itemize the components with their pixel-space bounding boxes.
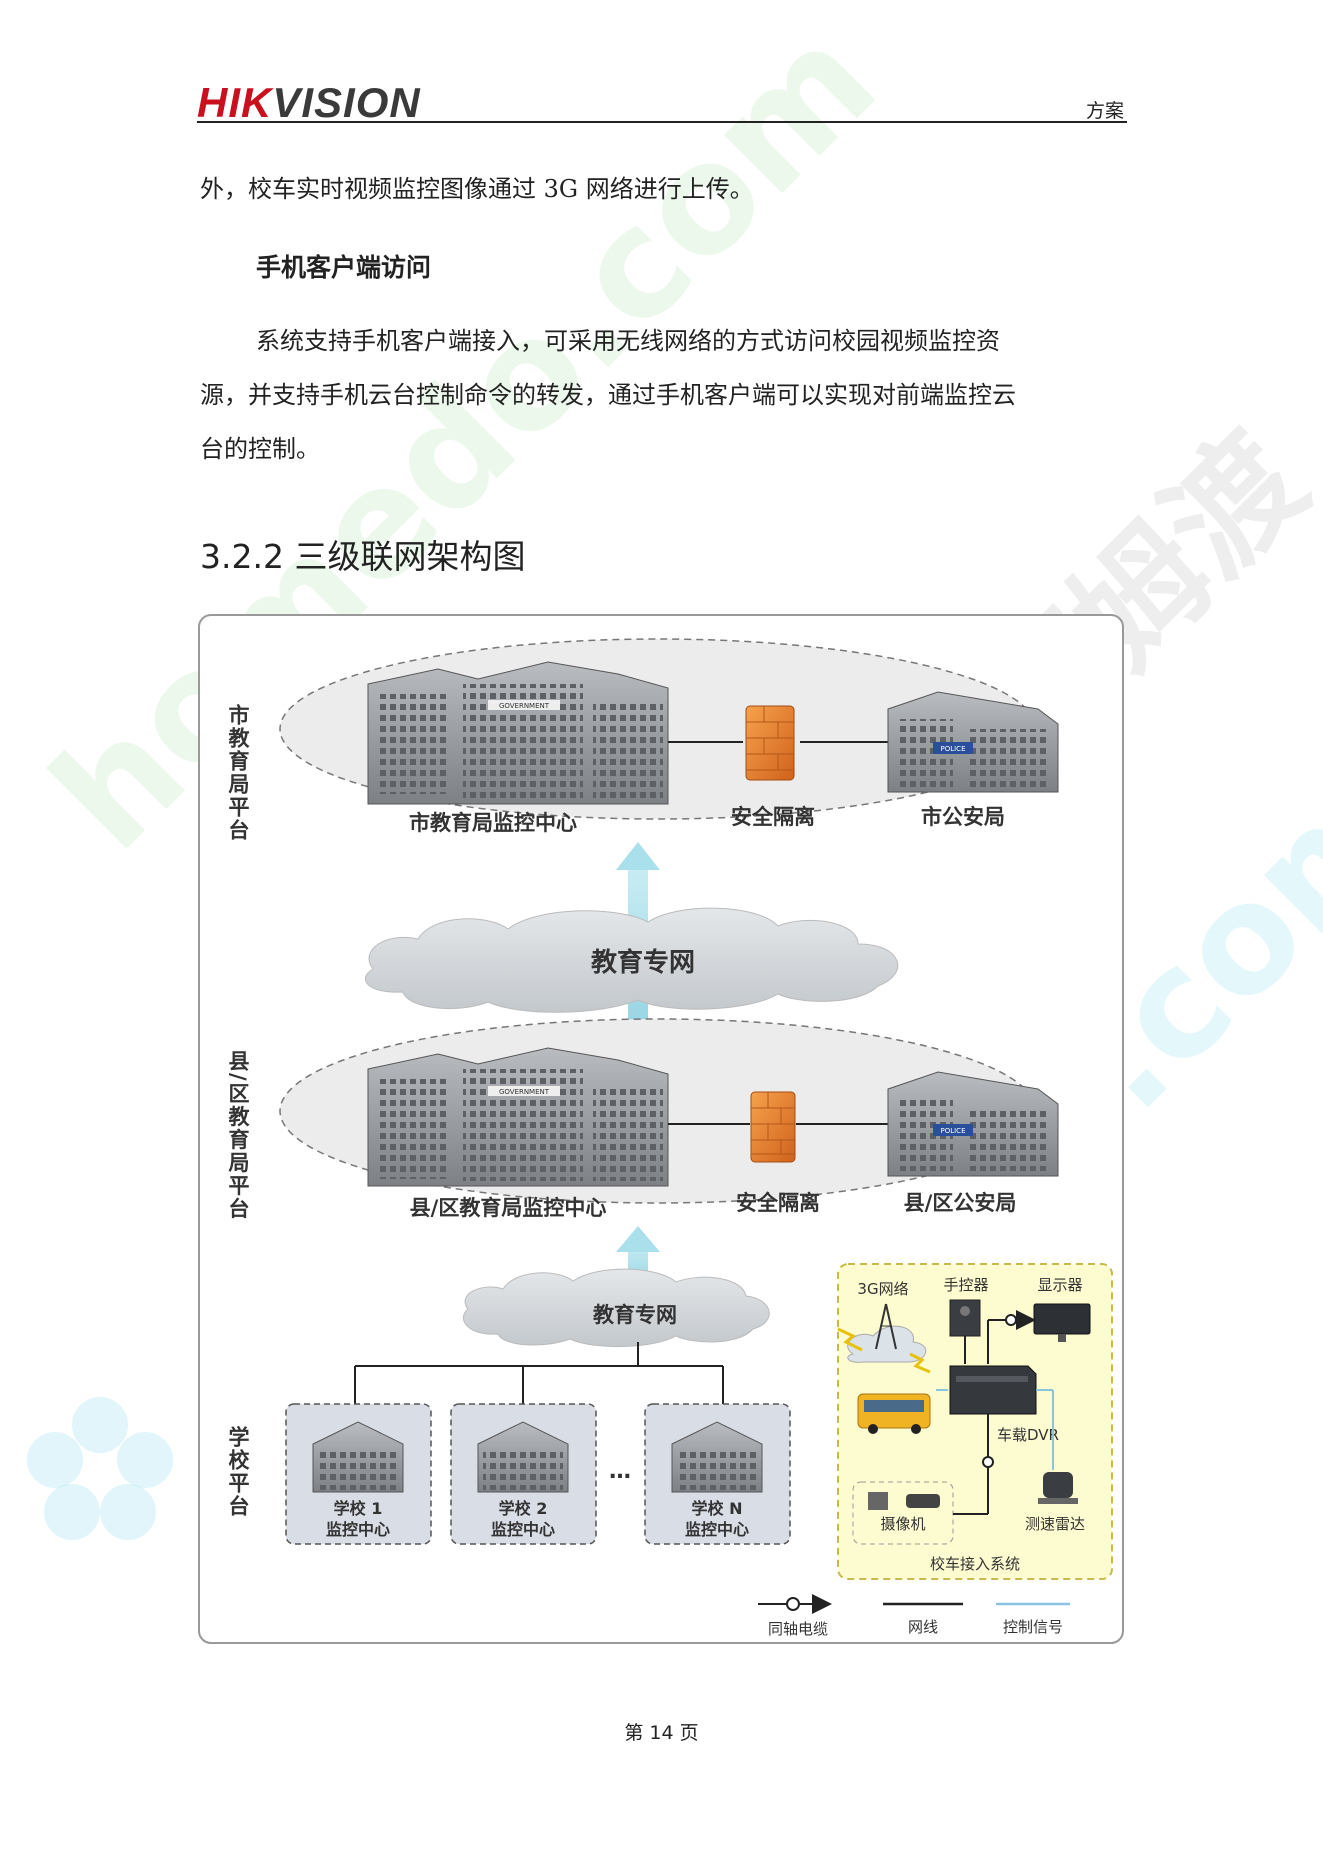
city-police-label: 市公安局 [921,805,1005,829]
county-security-label: 安全隔离 [736,1191,820,1215]
school-2-name: 学校 2 [499,1499,548,1518]
body-line-1: 外，校车实时视频监控图像通过 3G 网络进行上传。 [200,175,754,203]
logo-secondary: VISION [272,79,421,126]
tier-label-school: 学校平台 [226,1425,250,1518]
bus-dvr-label: 车载DVR [997,1426,1059,1444]
edu-net-bottom-label: 教育专网 [593,1303,677,1327]
hand-controller-icon [949,1299,981,1337]
page-number: 第 14 页 [624,1722,699,1744]
school-1-box: 学校 1 监控中心 [285,1403,432,1545]
county-firewall-icon [750,1091,796,1163]
tier-school-text: 学校平台 [226,1425,250,1518]
bus-camera-label: 摄像机 [880,1515,925,1533]
school-n-sub: 监控中心 [685,1520,749,1539]
legend-ctrl-label: 控制信号 [1003,1618,1063,1636]
bus-controller-label: 手控器 [943,1276,988,1294]
tier-label-city: 市教育局平台 [226,703,250,842]
speed-radar-icon [1038,1472,1078,1504]
county-center-label: 县/区教育局监控中心 [410,1196,607,1220]
county-monitor-building-icon: GOVERNMENT [367,1047,669,1187]
paragraph-line-2: 源，并支持手机云台控制命令的转发，通过手机客户端可以实现对前端监控云 [200,381,1016,409]
tier-city-text: 市教育局平台 [226,703,250,842]
edu-net-top-label: 教育专网 [591,947,695,978]
legend-net-label: 网线 [908,1618,938,1636]
architecture-diagram: 市教育局平台 县/区教育局平台 学校平台 GOVERNMENT POLICE [198,614,1124,1644]
bus-radar-label: 测速雷达 [1025,1515,1085,1533]
vehicle-dvr-icon [949,1365,1037,1415]
county-police-sign: POLICE [940,1127,965,1135]
school-network-lines [354,1342,724,1404]
school-n-box: 学校 N 监控中心 [644,1403,791,1545]
county-police-label: 县/区公安局 [904,1191,1017,1215]
tier-county-text: 县/区教育局平台 [226,1050,250,1221]
logo-primary: HIK [197,79,273,126]
school-n-name: 学校 N [692,1499,743,1518]
county-police-building-icon: POLICE [887,1071,1059,1177]
school-bus-icon [857,1393,931,1434]
school-2-box: 学校 2 监控中心 [450,1403,597,1545]
section-title: 3.2.2 三级联网架构图 [200,537,526,576]
edu-network-cloud-bottom [462,1268,770,1348]
3g-tower-icon [837,1303,931,1374]
paragraph-line-1: 系统支持手机客户端接入，可采用无线网络的方式访问校园视频监控资 [256,327,1000,355]
city-police-sign: POLICE [940,745,965,753]
school-1-name: 学校 1 [334,1499,383,1518]
edu-network-cloud-top [364,907,899,1013]
city-security-label: 安全隔离 [731,805,815,829]
header-label: 方案 [1085,100,1124,122]
city-building-sign: GOVERNMENT [499,702,550,710]
header-divider [197,121,1127,123]
school-ellipsis: … [609,1459,631,1484]
subheading: 手机客户端访问 [256,253,432,282]
watermark-flower-icon [27,1397,173,1540]
paragraph-line-3: 台的控制。 [200,435,320,463]
school-1-sub: 监控中心 [326,1520,390,1539]
school-2-sub: 监控中心 [491,1520,555,1539]
county-building-sign: GOVERNMENT [499,1088,550,1096]
bus-3g-label: 3G网络 [857,1280,908,1298]
city-firewall-icon [745,705,795,781]
hikvision-logo: HIKVISION [197,82,421,124]
city-monitor-building-icon: GOVERNMENT [367,661,669,805]
tier-label-county: 县/区教育局平台 [226,1050,250,1221]
bus-display-label: 显示器 [1037,1276,1082,1294]
bus-system-label: 校车接入系统 [930,1555,1020,1573]
camera-group-box [852,1481,954,1545]
legend: 同轴电缆 网线 控制信号 [758,1594,1070,1638]
legend-coax-label: 同轴电缆 [768,1620,828,1638]
city-police-building-icon: POLICE [887,691,1059,793]
city-center-label: 市教育局监控中心 [409,811,577,835]
